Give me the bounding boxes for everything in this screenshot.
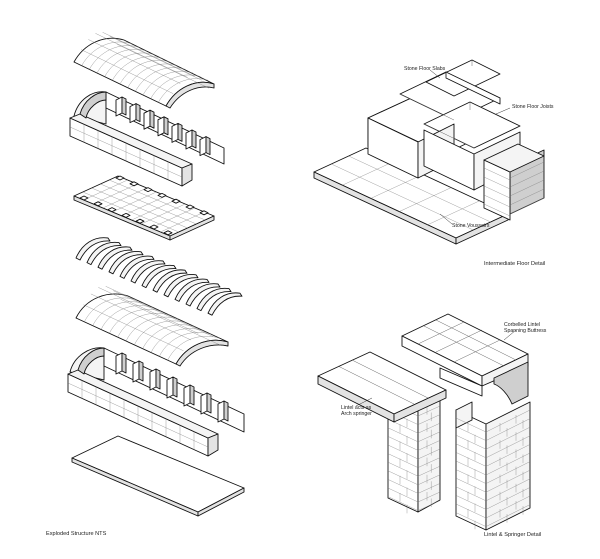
exploded-structure-diagram [67,32,245,517]
label-corbelled-lintel-line1: Corbelled Lintel [504,322,541,328]
lower-vault-shell [75,286,229,367]
label-lintel-arch-line2: Arch springer [341,411,372,417]
base-plinth [71,435,245,517]
caption-intermediate-floor: Intermediate Floor Detail [484,261,546,267]
lower-wall-shell [67,347,245,457]
floor-slab-grid [73,175,215,241]
lintel-springer-detail [317,313,531,531]
label-lintel-arch-line1: Lintel acts as [341,405,372,411]
upper-wall-shell [69,91,225,187]
caption-lintel-springer: Lintel & Springer Detail [484,532,542,538]
upper-vault-shell [73,32,215,109]
label-corbelled-lintel-line2: Spanning Buttress [504,328,547,334]
intermediate-floor-detail [313,59,545,245]
label-stone-floor-joists: Stone Floor Joists [512,104,554,110]
caption-exploded-structure: Exploded Structure NTS [46,531,107,537]
voussoir-ribs [75,237,243,316]
label-stone-floor-slabs: Stone Floor Slabs [404,66,446,72]
label-stone-voussoirs: Stone Voussoirs [452,223,490,229]
